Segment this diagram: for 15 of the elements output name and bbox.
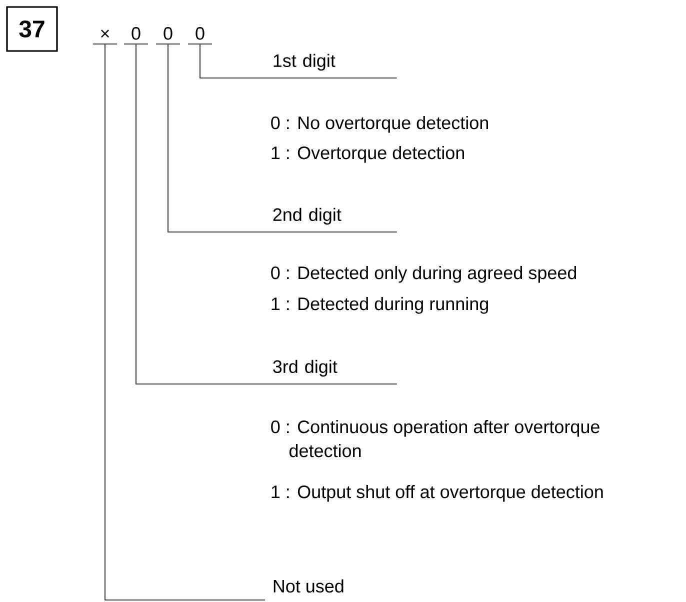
leader-line: [136, 44, 398, 384]
option-text: 0 : Continuous operation after overtorque detection: [271, 420, 600, 458]
option-text: 1 : Output shut off at overtorque detection: [272, 485, 603, 502]
digit-heading: 2nd digit: [273, 208, 342, 225]
leader-line: [200, 44, 398, 78]
leader-line: [104, 44, 266, 600]
digit-heading: 3rd digit: [273, 360, 338, 377]
option-text: 1 : Detected during running: [272, 297, 488, 314]
option-text: 1 : Overtorque detection: [272, 146, 464, 163]
option-text: 0 : Detected only during agreed speed: [271, 266, 576, 283]
digit-heading: Not used: [274, 579, 344, 593]
digit-heading: 1st digit: [274, 54, 336, 71]
option-text: 0 : No overtorque detection: [271, 116, 488, 133]
parameter-number-box: 37: [6, 6, 58, 52]
leader-line: [168, 44, 398, 232]
